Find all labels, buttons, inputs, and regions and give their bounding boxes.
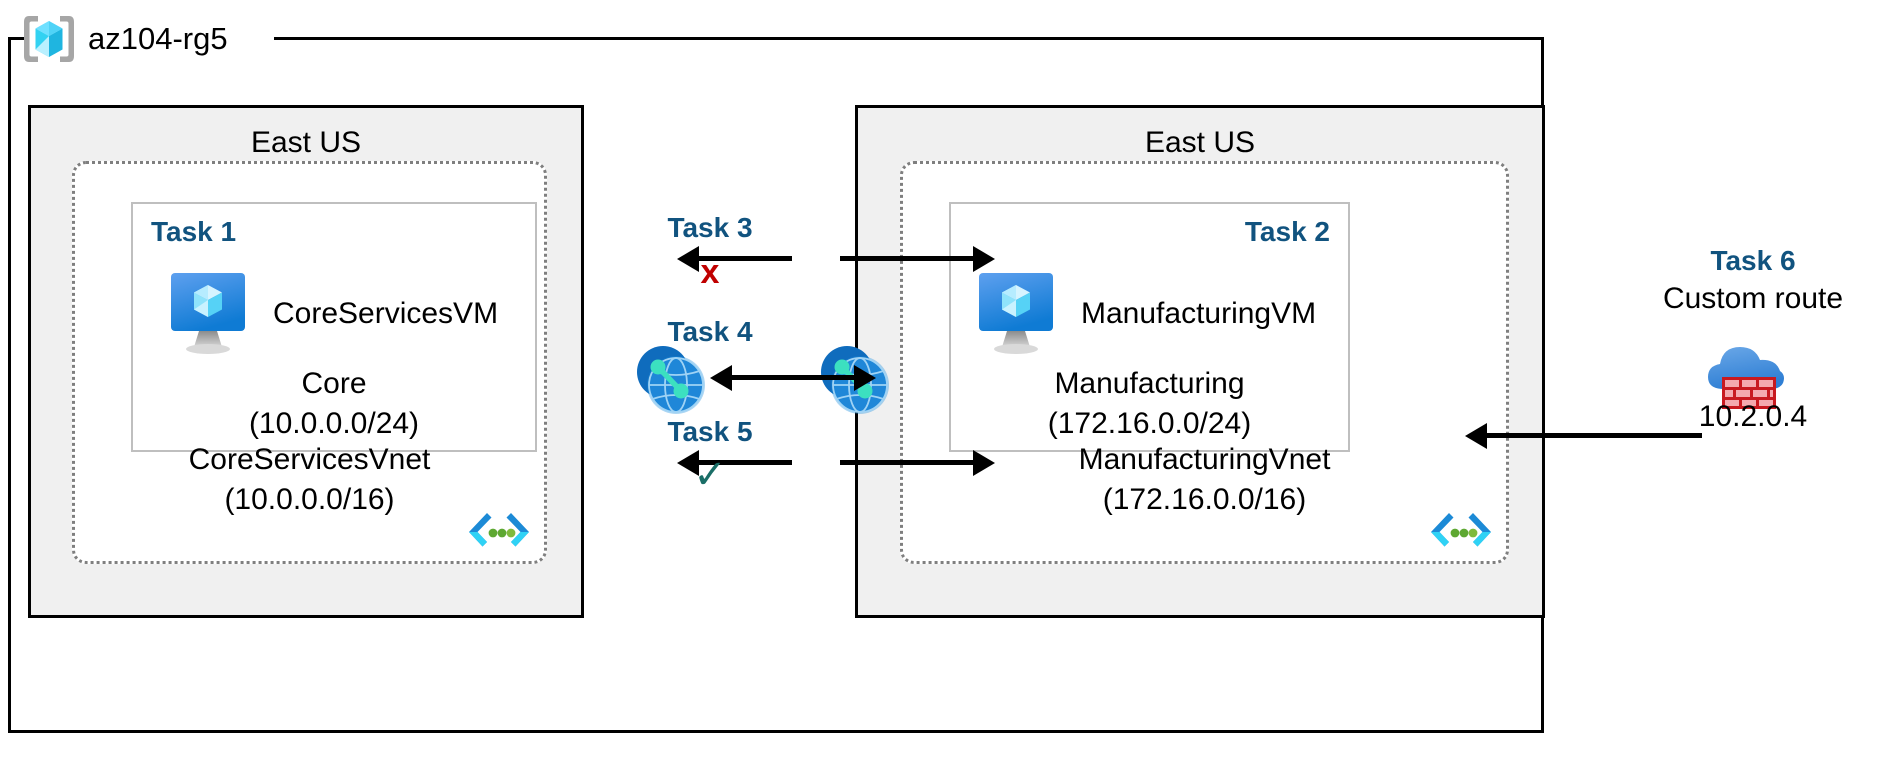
virtual-machine-icon xyxy=(169,271,247,357)
task3-arrow-line-left xyxy=(699,256,792,261)
region-box-left: East US Task 1 xyxy=(28,105,584,618)
center-task-label-4: Task 4 xyxy=(667,316,753,347)
resource-group-cube-icon xyxy=(20,10,78,68)
vm-name-core: CoreServicesVM xyxy=(273,297,499,330)
task5-arrow-head-left xyxy=(677,450,699,476)
region-box-right: East US Task 2 xyxy=(855,105,1545,618)
task5-arrow-line-left xyxy=(699,460,792,465)
resource-group-label: az104-rg5 xyxy=(20,8,228,70)
subnet-box-core: Task 1 xyxy=(131,202,537,452)
vnet-name-manufacturing: ManufacturingVnet xyxy=(1078,443,1331,476)
vm-row-core: CoreServicesVM xyxy=(133,264,535,364)
subnet-name-core: Core xyxy=(301,367,367,400)
task3-arrow-head-left xyxy=(677,246,699,272)
vnet-brackets-icon xyxy=(467,509,531,557)
center-task-label-5: Task 5 xyxy=(667,416,753,447)
vnet-peering-globe-icon xyxy=(634,343,708,417)
vnet-label-manufacturing: ManufacturingVnet (172.16.0.0/16) xyxy=(903,440,1506,520)
task3-arrow-head-right xyxy=(973,246,995,272)
task6-arrow-line xyxy=(1487,433,1702,438)
firewall-cloud-icon xyxy=(1692,333,1802,415)
task3-arrow-line-right xyxy=(840,256,973,261)
vnet-cidr-manufacturing: (172.16.0.0/16) xyxy=(1102,483,1307,516)
subnet-box-manufacturing: Task 2 xyxy=(949,202,1350,452)
task5-arrow-line-right xyxy=(840,460,973,465)
vnet-cidr-core: (10.0.0.0/16) xyxy=(224,483,395,516)
task4-arrow-head-left xyxy=(710,365,732,391)
task4-arrow-line xyxy=(732,375,854,380)
vnet-name-core: CoreServicesVnet xyxy=(188,443,431,476)
task6-arrow-head xyxy=(1465,423,1487,449)
firewall-ip-address: 10.2.0.4 xyxy=(1698,400,1808,433)
vnet-box-core: Task 1 xyxy=(72,161,547,564)
vnet-box-manufacturing: Task 2 xyxy=(900,161,1509,564)
vm-row-manufacturing: ManufacturingVM xyxy=(951,264,1348,364)
subnet-name-manufacturing: Manufacturing xyxy=(1054,367,1245,400)
region-title-right: East US xyxy=(1144,126,1256,159)
task6-label-block: Task 6 Custom route xyxy=(1628,243,1878,319)
resource-group-name: az104-rg5 xyxy=(88,21,228,56)
region-title-left: East US xyxy=(250,126,362,159)
task6-subtitle: Custom route xyxy=(1662,282,1844,315)
task3-blocked-mark: x xyxy=(700,253,720,291)
task5-arrow-head-right xyxy=(973,450,995,476)
subnet-label-manufacturing: Manufacturing (172.16.0.0/24) xyxy=(951,364,1348,444)
resource-group-label-mask xyxy=(24,18,274,60)
task-tag-6: Task 6 xyxy=(1710,245,1796,276)
task-tag-2: Task 2 xyxy=(1244,216,1330,247)
center-task-label-3: Task 3 xyxy=(667,212,753,243)
task-tag-1: Task 1 xyxy=(151,216,237,247)
subnet-cidr-core: (10.0.0.0/24) xyxy=(248,407,420,440)
task4-arrow-head-right xyxy=(854,365,876,391)
task5-allowed-mark: ✓ xyxy=(693,453,727,497)
subnet-label-core: Core (10.0.0.0/24) xyxy=(133,364,535,444)
virtual-machine-icon xyxy=(977,271,1055,357)
vnet-label-core: CoreServicesVnet (10.0.0.0/16) xyxy=(75,440,544,520)
subnet-cidr-manufacturing: (172.16.0.0/24) xyxy=(1047,407,1252,440)
vnet-brackets-icon xyxy=(1429,509,1493,557)
vm-name-manufacturing: ManufacturingVM xyxy=(1081,297,1317,330)
